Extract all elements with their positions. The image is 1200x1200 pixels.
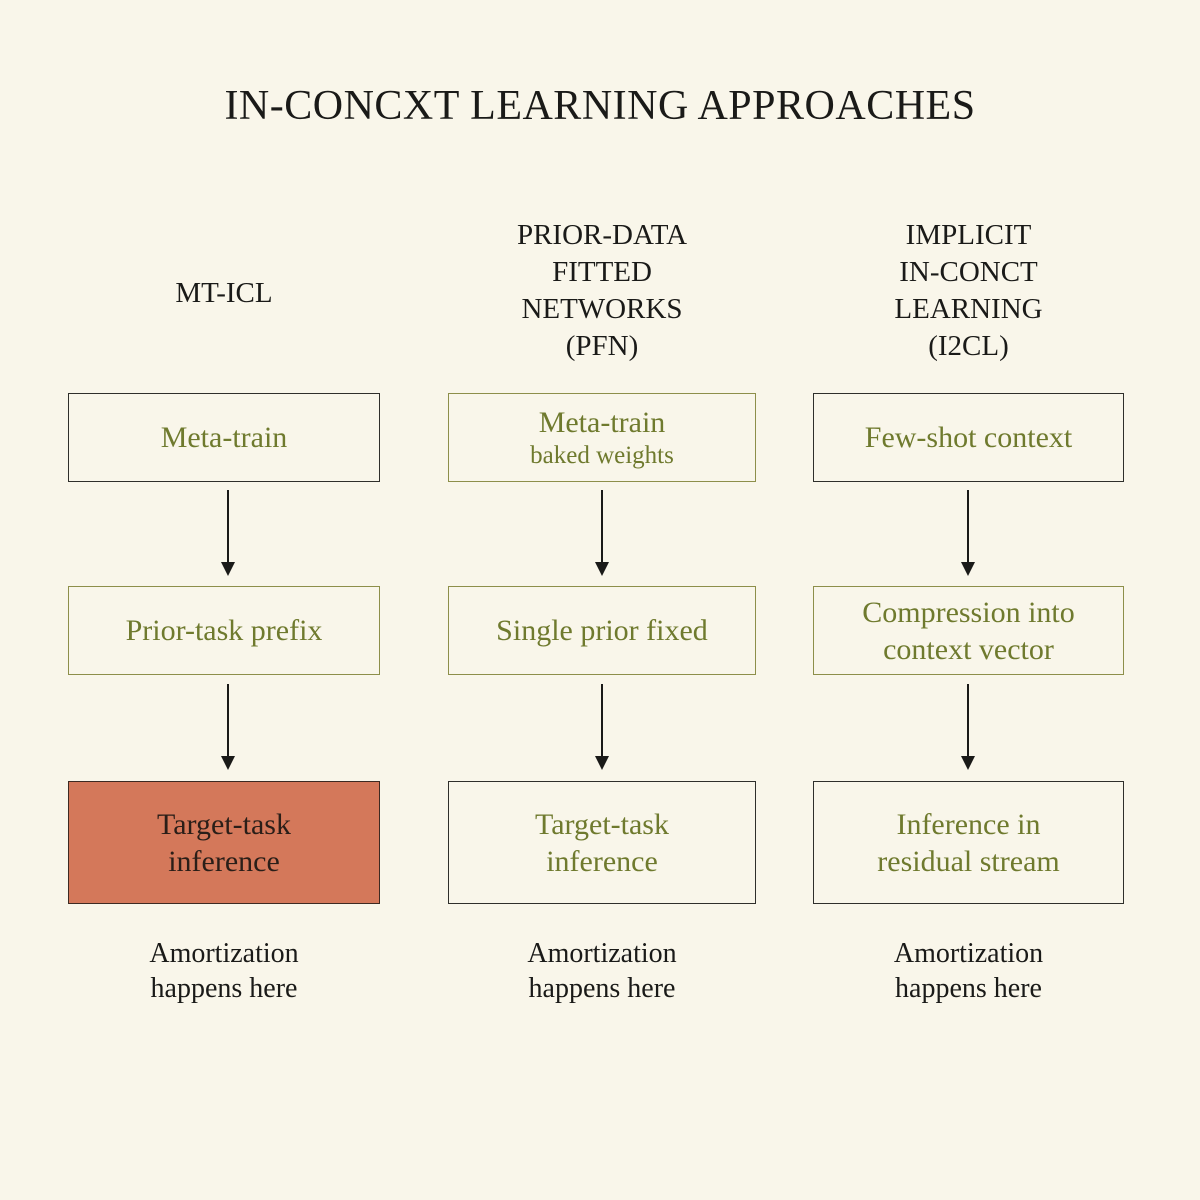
- arrow-down-icon: [221, 684, 235, 770]
- box-mt-icl-target-task-inference: Target-task inference: [68, 781, 380, 904]
- diagram-title: IN-CONCXT LEARNING APPROACHES: [224, 83, 976, 129]
- box-i2cl-few-shot-context: Few-shot context: [813, 393, 1124, 482]
- note-line: Amortization: [527, 938, 677, 969]
- box-label-line: Compression into: [862, 595, 1075, 629]
- box-label-line: Inference in: [896, 807, 1041, 841]
- column-header-line: LEARNING: [894, 293, 1043, 325]
- box-mt-icl-prior-task-prefix: Prior-task prefix: [68, 586, 380, 675]
- column-header-line: IMPLICIT: [905, 219, 1032, 251]
- arrow-down-icon: [961, 490, 975, 576]
- box-label: Single prior fixed: [496, 614, 708, 647]
- box-i2cl-inference-residual: Inference in residual stream: [813, 781, 1124, 904]
- column-header-pfn: PRIOR-DATA FITTED NETWORKS (PFN): [448, 217, 756, 365]
- box-pfn-meta-train: Meta-train baked weights: [448, 393, 756, 482]
- box-label: Meta-train: [160, 421, 288, 454]
- box-label-line: inference: [168, 844, 280, 878]
- box-i2cl-compression: Compression into context vector: [813, 586, 1124, 675]
- box-label-line: context vector: [883, 632, 1054, 666]
- note-i2cl: Amortization happens here: [813, 936, 1124, 1006]
- box-label: Meta-train: [538, 406, 666, 439]
- note-line: happens here: [528, 973, 676, 1004]
- box-label-line: inference: [546, 844, 658, 878]
- column-header-line: (I2CL): [928, 330, 1009, 362]
- column-header-line: MT-ICL: [175, 277, 273, 309]
- box-pfn-target-task-inference: Target-task inference: [448, 781, 756, 904]
- box-label-line: Target-task: [157, 807, 291, 841]
- column-header-line: FITTED: [552, 256, 652, 288]
- column-header-line: (PFN): [565, 330, 639, 362]
- box-sublabel: baked weights: [530, 442, 674, 469]
- column-header-i2cl: IMPLICIT IN-CONCT LEARNING (I2CL): [813, 217, 1124, 365]
- arrow-down-icon: [961, 684, 975, 770]
- box-label-line: Target-task: [535, 807, 669, 841]
- box-label-line: residual stream: [877, 844, 1060, 878]
- box-label: Few-shot context: [864, 421, 1073, 454]
- note-line: happens here: [150, 973, 298, 1004]
- note-line: Amortization: [149, 938, 299, 969]
- box-pfn-single-prior-fixed: Single prior fixed: [448, 586, 756, 675]
- arrow-down-icon: [595, 490, 609, 576]
- note-line: happens here: [895, 973, 1042, 1004]
- column-header-line: IN-CONCT: [899, 256, 1038, 288]
- column-header-line: PRIOR-DATA: [516, 219, 688, 251]
- note-pfn: Amortization happens here: [448, 936, 756, 1006]
- arrow-down-icon: [221, 490, 235, 576]
- arrow-down-icon: [595, 684, 609, 770]
- box-label: Prior-task prefix: [125, 614, 323, 647]
- note-mt-icl: Amortization happens here: [68, 936, 380, 1006]
- box-mt-icl-meta-train: Meta-train: [68, 393, 380, 482]
- column-header-line: NETWORKS: [521, 293, 683, 325]
- column-header-mt-icl: MT-ICL: [68, 275, 380, 312]
- note-line: Amortization: [893, 938, 1044, 969]
